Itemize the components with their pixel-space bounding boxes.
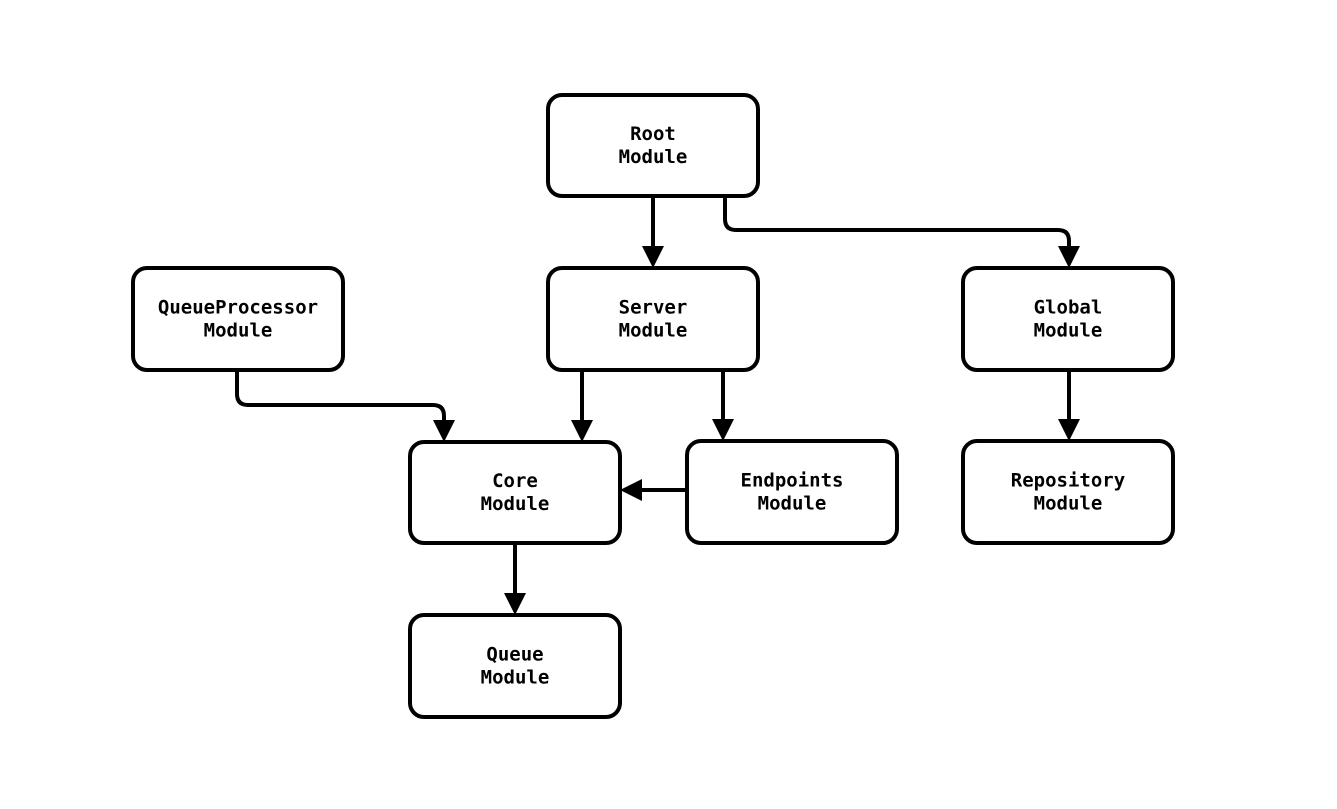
- arrowhead-icon: [642, 246, 664, 268]
- edge-line: [723, 196, 1071, 252]
- edge-server-to-endpoints: [712, 370, 734, 441]
- node-box[interactable]: [546, 93, 760, 198]
- edge-endpoints-to-core: [620, 479, 687, 501]
- node-box[interactable]: [408, 440, 622, 545]
- arrowhead-icon: [712, 419, 734, 441]
- nodes-layer: RootModuleQueueProcessorModuleServerModu…: [131, 93, 1175, 719]
- node-label-line1: Global: [1034, 297, 1103, 319]
- node-label-line2: Module: [481, 667, 550, 689]
- node-label-line1: Root: [630, 123, 676, 145]
- edge-core-to-queue: [504, 543, 526, 615]
- edge-server-to-core: [571, 370, 593, 442]
- edge-global-to-repository: [1058, 370, 1080, 441]
- node-box[interactable]: [961, 266, 1175, 372]
- arrowhead-icon: [1058, 246, 1080, 268]
- node-label-line1: Queue: [486, 644, 543, 666]
- node-label-line1: Server: [619, 297, 688, 319]
- node-box[interactable]: [546, 266, 760, 372]
- node-label-line2: Module: [758, 493, 827, 515]
- edge-root-to-global: [723, 196, 1080, 268]
- node-label-line1: Endpoints: [741, 470, 844, 492]
- node-label-line2: Module: [204, 320, 273, 342]
- node-label-line2: Module: [619, 146, 688, 168]
- node-label-line2: Module: [1034, 320, 1103, 342]
- arrowhead-icon: [571, 420, 593, 442]
- node-box[interactable]: [408, 613, 622, 719]
- node-label-line2: Module: [619, 320, 688, 342]
- node-box[interactable]: [685, 439, 899, 545]
- arrowhead-icon: [620, 479, 642, 501]
- node-label-line1: QueueProcessor: [158, 297, 318, 319]
- node-label-line1: Repository: [1011, 470, 1125, 492]
- edges-layer: [235, 196, 1080, 615]
- arrowhead-icon: [504, 593, 526, 615]
- edge-root-to-server: [642, 196, 664, 268]
- node-label-line2: Module: [1034, 493, 1103, 515]
- node-label-line2: Module: [481, 493, 550, 515]
- node-box[interactable]: [961, 439, 1175, 545]
- arrowhead-icon: [1058, 419, 1080, 441]
- arrowhead-icon: [433, 420, 455, 442]
- edge-queueprocessor-to-core: [235, 370, 455, 442]
- edge-line: [235, 370, 446, 426]
- node-box[interactable]: [131, 266, 345, 372]
- node-label-line1: Core: [492, 470, 538, 492]
